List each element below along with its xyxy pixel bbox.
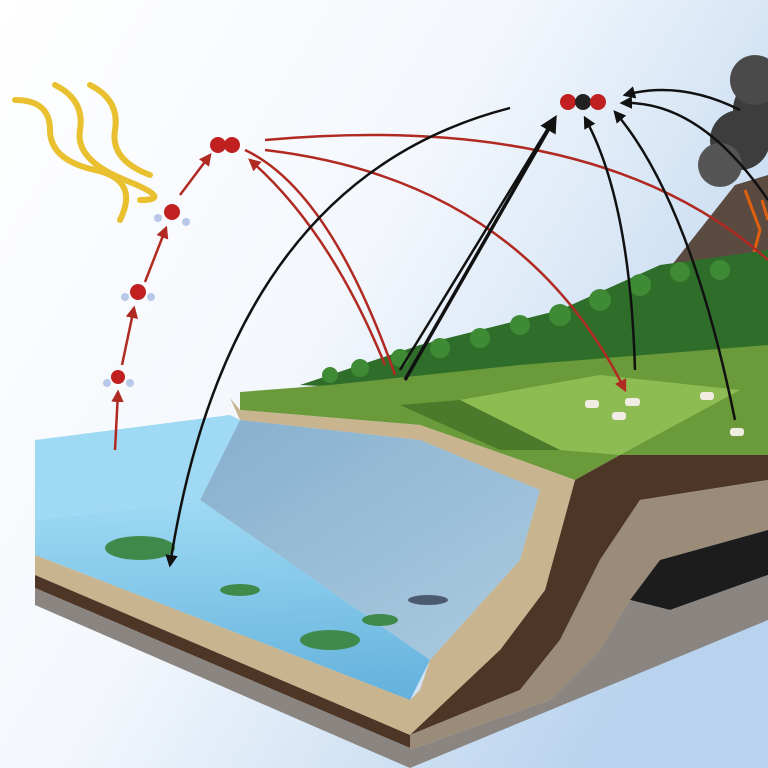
ocean-surface [35, 415, 240, 520]
seagrass [105, 536, 398, 650]
sediment-layer [410, 480, 768, 750]
sand-cliff [230, 398, 575, 690]
co2-molecule-icon [560, 94, 606, 110]
soil-layer [410, 455, 768, 735]
forest-trees [322, 260, 730, 383]
red-arrows [111, 133, 768, 451]
underwater-cliff [200, 420, 540, 660]
seafloor-rock [35, 588, 410, 768]
seafloor-sand [35, 555, 500, 735]
coal-layer [630, 530, 768, 610]
fish-icon [408, 595, 448, 605]
dark-field [400, 400, 560, 450]
sun-ray-icon [12, 82, 158, 223]
cows [585, 392, 744, 436]
water-molecule-icon [103, 204, 190, 387]
seafloor-soil [35, 575, 410, 748]
volcano-smoke [698, 55, 768, 187]
oxygen-molecule-icon [210, 137, 240, 153]
bedrock-layer [410, 575, 768, 768]
black-arrows [165, 86, 768, 568]
